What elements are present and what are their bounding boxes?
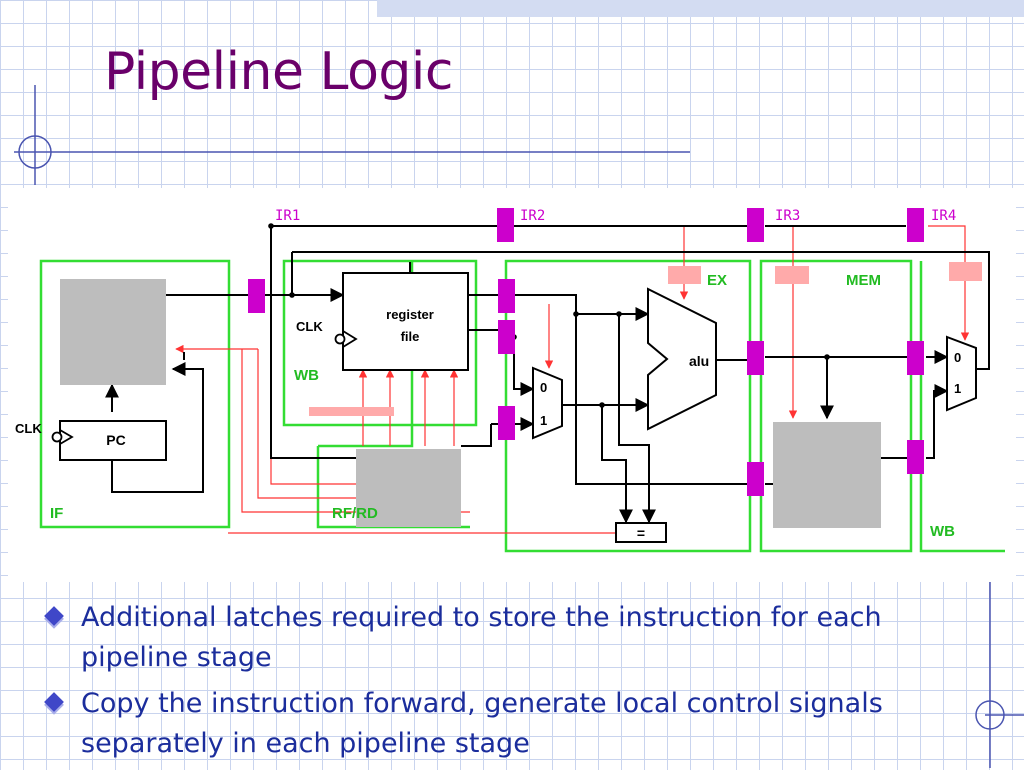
latch-icon (498, 320, 515, 354)
instruction-memory-block (60, 279, 166, 385)
bullet-item: Additional latches required to store the… (44, 598, 944, 678)
data-wire (575, 314, 747, 485)
mux-icon (946, 335, 977, 412)
diagram-panel: register file CLK PC CLK alu 0 1 0 1 = I… (8, 188, 1016, 582)
slide-title: Pipeline Logic (104, 42, 453, 102)
mux-ex-input-1: 1 (540, 413, 547, 428)
register-file-clock-label: CLK (296, 319, 323, 334)
ir4-label: IR4 (931, 208, 956, 224)
pipeline-diagram: register file CLK PC CLK alu 0 1 0 1 = I… (15, 208, 1005, 553)
bullet-text: Additional latches required to store the… (81, 602, 882, 673)
clock-triangle-icon (59, 429, 74, 445)
register-file-label-line2: file (401, 329, 420, 344)
ir3-label: IR3 (775, 208, 800, 224)
stage-wb-label: WB (294, 367, 319, 384)
pc-label: PC (106, 432, 125, 448)
compare-block (615, 522, 667, 543)
latch-icon (498, 279, 515, 313)
stage-wb-outline (282, 259, 478, 427)
register-file-block (342, 272, 469, 371)
stage-mem-outline (759, 259, 913, 553)
latch-icon (498, 406, 515, 440)
mux-ex-input-0: 0 (540, 380, 547, 395)
pc-register (59, 420, 167, 461)
latch-icon (497, 208, 514, 242)
latch-icon (907, 208, 924, 242)
register-file-label-line1: register (386, 307, 434, 322)
stage-mem-label: MEM (846, 272, 881, 289)
clock-bubble-icon (334, 333, 346, 345)
diamond-bullet-icon (44, 606, 64, 626)
mux-wb-input-1: 1 (954, 381, 961, 396)
pc-clock-label: CLK (15, 421, 42, 436)
rf-read-block (356, 449, 461, 527)
ir2-label: IR2 (520, 208, 545, 224)
data-wire (926, 384, 949, 459)
latch-icon (907, 440, 924, 474)
slide-top-bar (377, 0, 1024, 17)
diamond-bullet-icon (44, 692, 64, 712)
stage-if-label: IF (50, 505, 63, 522)
alu-label: alu (689, 353, 709, 369)
data-wire (601, 405, 633, 524)
clock-triangle-icon (342, 330, 358, 348)
stage-if-outline (39, 259, 231, 529)
data-wire (270, 226, 356, 459)
data-wire (514, 294, 650, 321)
control-box-wb (309, 407, 394, 416)
ir1-label: IR1 (275, 208, 300, 224)
control-line (928, 225, 970, 341)
control-box-wb2 (949, 262, 982, 281)
writeback-wire (292, 251, 990, 370)
control-line (257, 349, 356, 499)
latch-icon (248, 279, 265, 313)
bullet-text: Copy the instruction forward, generate l… (81, 688, 883, 759)
latch-icon (747, 341, 764, 375)
control-box-ex (668, 266, 701, 284)
clock-bubble-icon (51, 431, 63, 443)
control-box-mem (775, 266, 809, 284)
compare-label: = (637, 525, 645, 541)
latch-icon (747, 208, 764, 242)
data-wire (618, 314, 656, 524)
stage-rf-label: RF/RD (332, 505, 378, 522)
stage-ex-label: EX (707, 272, 727, 289)
bullet-item: Copy the instruction forward, generate l… (44, 684, 944, 764)
stage-wb2-label: WB (930, 523, 955, 540)
alu-block (647, 287, 717, 431)
data-wire (111, 362, 204, 493)
mux-icon (532, 366, 563, 440)
bullet-list: Additional latches required to store the… (44, 598, 944, 770)
data-memory-block (773, 422, 881, 528)
mux-wb-input-0: 0 (954, 350, 961, 365)
latch-icon (747, 462, 764, 496)
data-wire (513, 337, 535, 396)
latch-icon (907, 341, 924, 375)
data-wire (461, 424, 492, 447)
